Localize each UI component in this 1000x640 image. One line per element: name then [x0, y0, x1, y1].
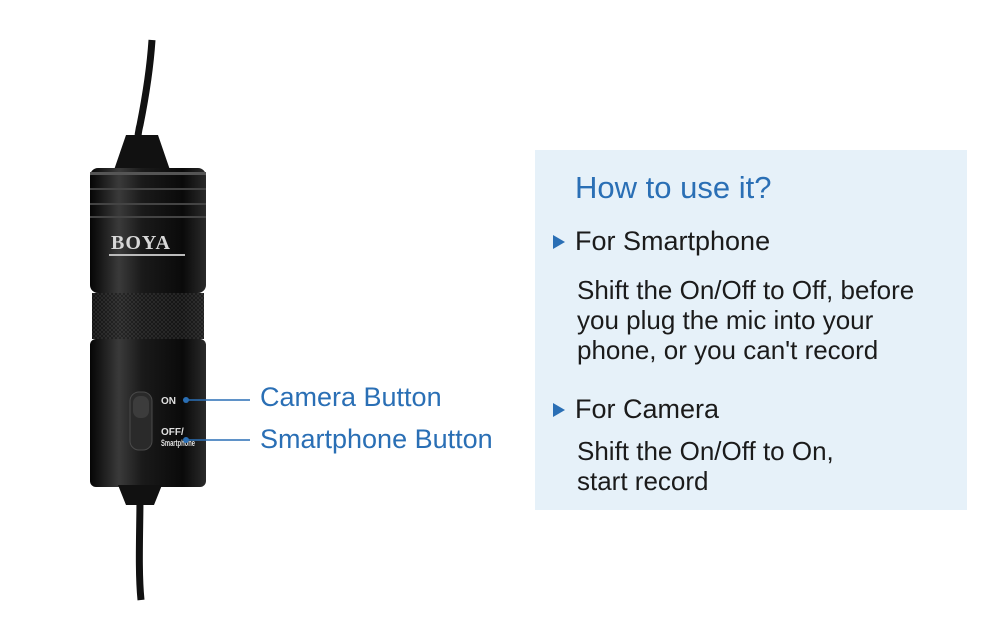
section-heading-text: For Camera	[575, 394, 720, 424]
body-line: phone, or you can't record	[577, 335, 879, 365]
body-line: Shift the On/Off to On,	[577, 436, 834, 466]
smartphone-button-label: Smartphone Button	[260, 424, 493, 454]
camera-button-label: Camera Button	[260, 382, 442, 412]
cable-bottom	[135, 494, 145, 601]
smartphone-section-heading: For Smartphone	[553, 226, 770, 257]
switch-on-label: ON	[161, 396, 176, 407]
strain-relief-top	[114, 135, 170, 170]
body-line: you plug the mic into your	[577, 305, 874, 335]
boya-logo: BOYA	[109, 232, 185, 256]
camera-section-heading: For Camera	[553, 394, 719, 425]
svg-text:BOYA: BOYA	[111, 232, 171, 254]
panel-title: How to use it?	[575, 170, 772, 205]
smartphone-section-body: Shift the On/Off to Off, before you plug…	[577, 275, 914, 365]
body-line: start record	[577, 466, 709, 496]
section-heading-text: For Smartphone	[575, 226, 771, 256]
power-switch[interactable]	[129, 391, 153, 451]
body-line: Shift the On/Off to Off, before	[577, 275, 915, 305]
switch-smartphone-label: Smartphone	[161, 438, 195, 448]
camera-callout-line	[183, 397, 250, 403]
switch-off-label: OFF/	[161, 427, 184, 438]
camera-section-body: Shift the On/Off to On, start record	[577, 436, 834, 496]
smartphone-callout-line	[183, 437, 250, 443]
strain-relief-bottom	[118, 485, 162, 505]
arrow-right-icon	[553, 234, 565, 249]
instruction-panel: How to use it? For Smartphone Shift the …	[535, 150, 967, 510]
arrow-right-icon	[553, 402, 565, 417]
